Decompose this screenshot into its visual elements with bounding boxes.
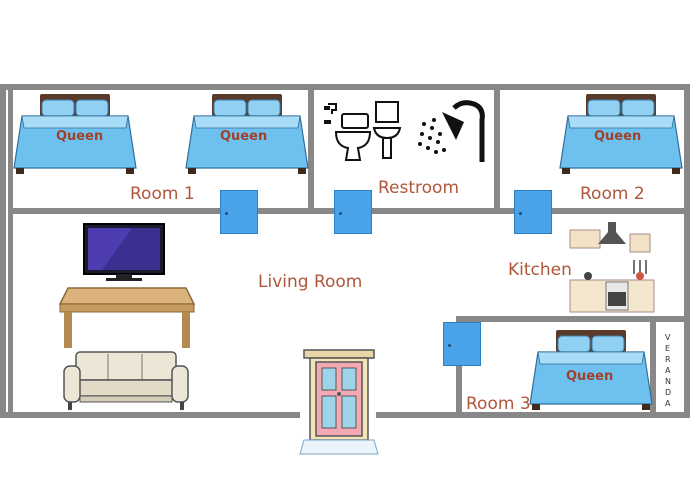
bed-icon: Queen	[529, 329, 653, 411]
room2-bottom-wall	[500, 208, 690, 214]
room1-bottom-wall	[8, 208, 314, 214]
restroom-right-wall	[494, 84, 500, 214]
veranda-left-wall	[650, 316, 656, 418]
sink-icon	[372, 101, 402, 159]
bed-icon: Queen	[185, 93, 309, 175]
outer-wall-bottom-right	[376, 412, 690, 418]
front-door-icon	[299, 349, 379, 455]
living-room-label: Living Room	[258, 272, 363, 292]
room2-label: Room 2	[580, 184, 645, 204]
room3-label: Room 3	[466, 394, 531, 414]
bed-icon: Queen	[13, 93, 137, 175]
room3-left-wall	[456, 316, 462, 418]
sofa-icon	[63, 351, 189, 410]
room3-top-wall	[456, 316, 690, 322]
room3-door[interactable]	[443, 322, 481, 366]
outer-wall-top	[0, 84, 690, 90]
restroom-bottom-wall	[314, 208, 500, 214]
room1-door[interactable]	[220, 190, 258, 234]
inner-wall-left	[8, 84, 13, 418]
bed-label-room1-left: Queen	[56, 129, 103, 144]
room1-label: Room 1	[130, 184, 195, 204]
outer-wall-right	[684, 84, 690, 418]
shower-icon	[418, 100, 485, 162]
room1-right-wall	[308, 84, 314, 214]
restroom-door[interactable]	[334, 190, 372, 234]
bed-label-room3: Queen	[566, 369, 613, 384]
toilet-icon	[324, 103, 372, 161]
bed-label-room2: Queen	[594, 129, 641, 144]
restroom-label: Restroom	[378, 178, 460, 198]
kitchen-icon	[569, 222, 655, 313]
outer-wall-left	[0, 84, 6, 418]
kitchen-label: Kitchen	[508, 260, 572, 280]
outer-wall-bottom-left	[0, 412, 300, 418]
bed-icon: Queen	[559, 93, 683, 175]
tv-icon	[83, 223, 165, 281]
veranda-label: VERANDA	[665, 333, 672, 408]
room2-door[interactable]	[514, 190, 552, 234]
table-icon	[58, 287, 196, 348]
bed-label-room1-right: Queen	[220, 129, 267, 144]
